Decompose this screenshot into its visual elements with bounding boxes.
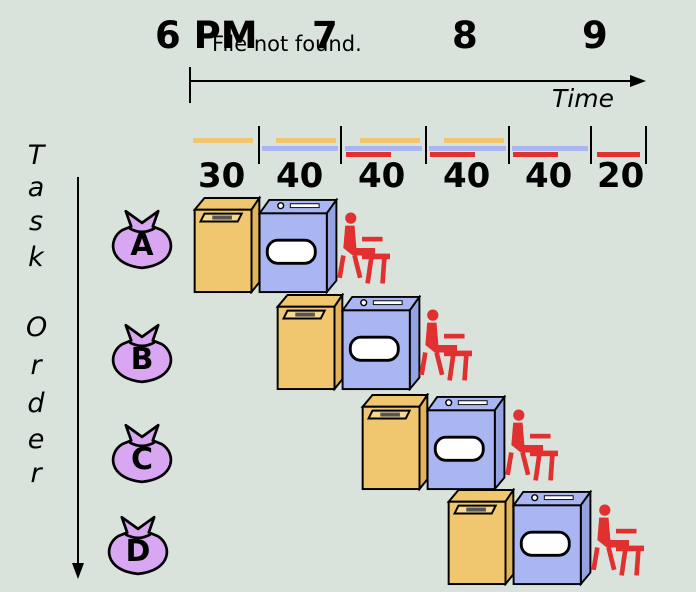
folding-person-icon [588, 500, 644, 580]
task-order-letter: O [26, 312, 48, 343]
washer-icon [275, 293, 345, 391]
dryer-icon [424, 395, 508, 491]
duration-3: 40 [358, 156, 406, 196]
task-a-bag: A [106, 208, 178, 272]
task-c-label: C [130, 442, 154, 477]
duration-4: 40 [443, 156, 491, 196]
bar-wash [276, 138, 336, 143]
dryer-icon [256, 198, 340, 294]
task-d-label: D [125, 534, 151, 569]
hour-8: 8 [452, 14, 478, 57]
folding-person-icon [334, 208, 390, 288]
hour-9: 9 [582, 14, 608, 57]
duration-1: 30 [198, 156, 246, 196]
task-order-letter: r [30, 350, 42, 381]
task-b-bag: B [106, 322, 178, 386]
task-order-letter: s [28, 206, 44, 237]
washer-icon [360, 393, 430, 491]
bar-dry [429, 146, 506, 151]
bar-dry [345, 146, 422, 151]
duration-5: 40 [525, 156, 573, 196]
time-axis-label: Time [552, 84, 614, 113]
washer-icon [192, 196, 262, 294]
time-axis [189, 67, 646, 103]
hour-7: 7 [312, 14, 338, 57]
task-order-letter: a [27, 172, 45, 203]
bar-fold [430, 152, 475, 157]
stage-bars [193, 126, 647, 164]
washer-icon [446, 488, 516, 586]
duration-2: 40 [276, 156, 324, 196]
bar-wash [444, 138, 504, 143]
folding-person-icon [416, 305, 472, 385]
bar-fold [513, 152, 558, 157]
bar-fold [346, 152, 391, 157]
task-order-letter: e [27, 424, 45, 455]
dryer-icon [339, 295, 423, 391]
task-d-bag: D [102, 514, 174, 578]
bar-fold [597, 152, 640, 157]
broken-image-text: File not found. [212, 32, 362, 56]
task-c-bag: C [106, 422, 178, 486]
bar-dry [262, 146, 338, 151]
folding-person-icon [502, 405, 558, 485]
hour-6pm: 6 PM [155, 14, 258, 57]
task-b-label: B [130, 342, 154, 377]
task-order-letter: r [30, 458, 42, 489]
task-order-letter: k [28, 242, 44, 273]
bar-dry [512, 146, 588, 151]
bar-wash [193, 138, 253, 143]
duration-6: 20 [597, 156, 645, 196]
task-order-arrow [72, 177, 84, 579]
task-order-letter: d [27, 388, 45, 419]
dryer-icon [510, 490, 594, 586]
task-order-letter: T [27, 140, 45, 171]
time-axis-arrowhead [630, 75, 646, 87]
bar-wash [360, 138, 420, 143]
task-a-label: A [130, 228, 154, 263]
